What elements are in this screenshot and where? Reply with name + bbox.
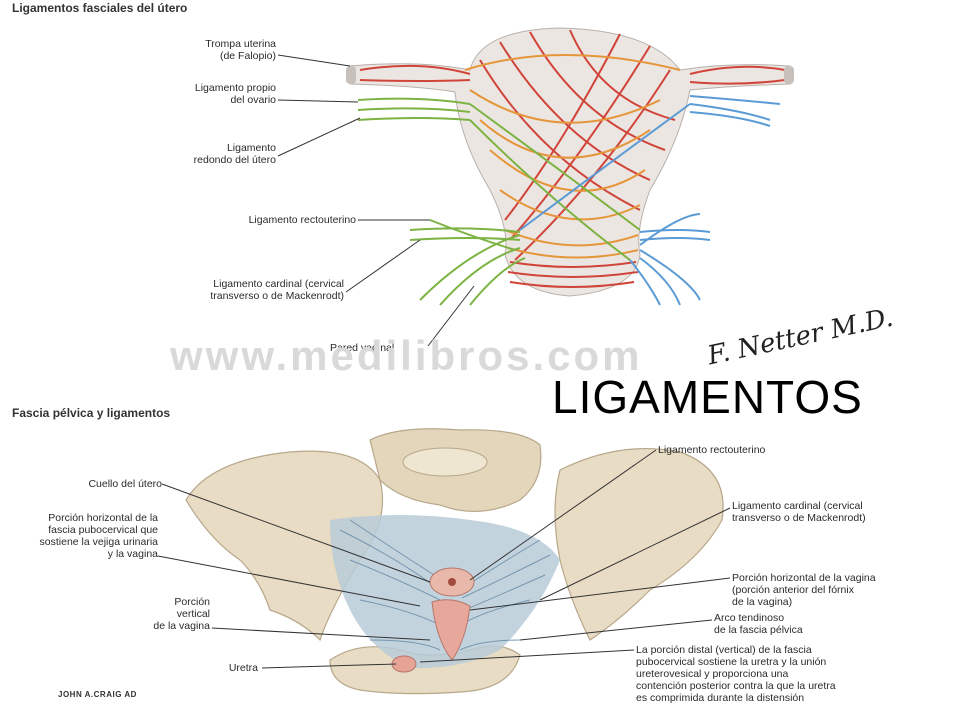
label-porcion-horizontal-fascia: Porción horizontal de la fascia pubocerv… [8, 512, 158, 560]
label-pv-line3: de la vagina [153, 620, 210, 632]
label-cardinal-top: Ligamento cardinal (cervical transverso … [140, 278, 344, 302]
label-pd-line5: es comprimida durante la distensión [636, 692, 805, 704]
label-arco-line2: de la fascia pélvica [714, 624, 803, 636]
label-cardinal-top-line1: Ligamento cardinal (cervical [213, 278, 344, 290]
label-phv-line1: Porción horizontal de la vagina [732, 572, 876, 584]
label-phf-line3: sostiene la vejiga urinaria [39, 536, 158, 548]
label-trompa-line1: Trompa uterina [205, 38, 276, 50]
bottom-leader-lines [157, 449, 731, 669]
label-arco-line1: Arco tendinoso [714, 612, 785, 624]
label-phv-line3: de la vagina) [732, 596, 793, 608]
label-trompa: Trompa uterina (de Falopio) [150, 38, 276, 62]
label-pared-vaginal: Pared vaginal [330, 342, 395, 354]
label-cardinal-top-line2: transverso o de Mackenrodt) [210, 290, 344, 302]
pelvis-diagram [185, 428, 724, 695]
bottom-figure-title: Fascia pélvica y ligamentos [12, 406, 171, 420]
label-arco-tendinoso: Arco tendinoso de la fascia pélvica [714, 612, 803, 636]
label-pd-line3: ureterovesical y proporciona una [636, 668, 789, 680]
top-leader-lines [277, 54, 475, 347]
label-uretra: Uretra [228, 662, 258, 674]
label-phf-line1: Porción horizontal de la [48, 512, 158, 524]
watermark: www.medilibros.com [170, 332, 643, 379]
label-cardinal-bottom-line2: transverso o de Mackenrodt) [732, 512, 866, 524]
label-redondo: Ligamento redondo del útero [150, 142, 276, 166]
label-cardinal-bottom-line1: Ligamento cardinal (cervical [732, 500, 863, 512]
label-ovario: Ligamento propio del ovario [150, 82, 276, 106]
label-rectouterino-bottom: Ligamento rectouterino [658, 444, 766, 456]
label-pv-line2: vertical [176, 608, 210, 620]
label-redondo-line1: Ligamento [226, 142, 276, 154]
top-figure-title: Ligamentos fasciales del útero [12, 1, 188, 15]
craig-signature: JOHN A.CRAIG AD [58, 690, 137, 699]
label-rectouterino-top: Ligamento rectouterino [248, 214, 356, 226]
label-porcion-distal: La porción distal (vertical) de la fasci… [636, 644, 836, 704]
label-trompa-line2: (de Falopio) [219, 50, 276, 62]
label-pd-line4: contención posterior contra la que la ur… [636, 680, 836, 692]
label-porcion-horizontal-vagina: Porción horizontal de la vagina (porción… [732, 572, 876, 608]
label-pd-line2: pubocervical sostiene la uretra y la uni… [636, 656, 827, 668]
label-cardinal-bottom: Ligamento cardinal (cervical transverso … [732, 500, 866, 524]
label-pv-line1: Porción [174, 596, 210, 608]
label-phv-line2: (porción anterior del fórnix [732, 584, 854, 596]
label-ovario-line1: Ligamento propio [194, 82, 276, 94]
label-phf-line4: y la vagina [107, 548, 158, 560]
label-redondo-line2: redondo del útero [193, 154, 276, 166]
uterus-diagram [346, 27, 794, 306]
slide-title: LIGAMENTOS [552, 371, 863, 423]
label-ovario-line2: del ovario [230, 94, 276, 106]
label-phf-line2: fascia pubocervical que [48, 524, 158, 536]
label-pd-line1: La porción distal (vertical) de la fasci… [636, 644, 812, 656]
label-porcion-vertical: Porción vertical de la vagina [100, 596, 210, 632]
label-cuello: Cuello del útero [88, 478, 162, 490]
